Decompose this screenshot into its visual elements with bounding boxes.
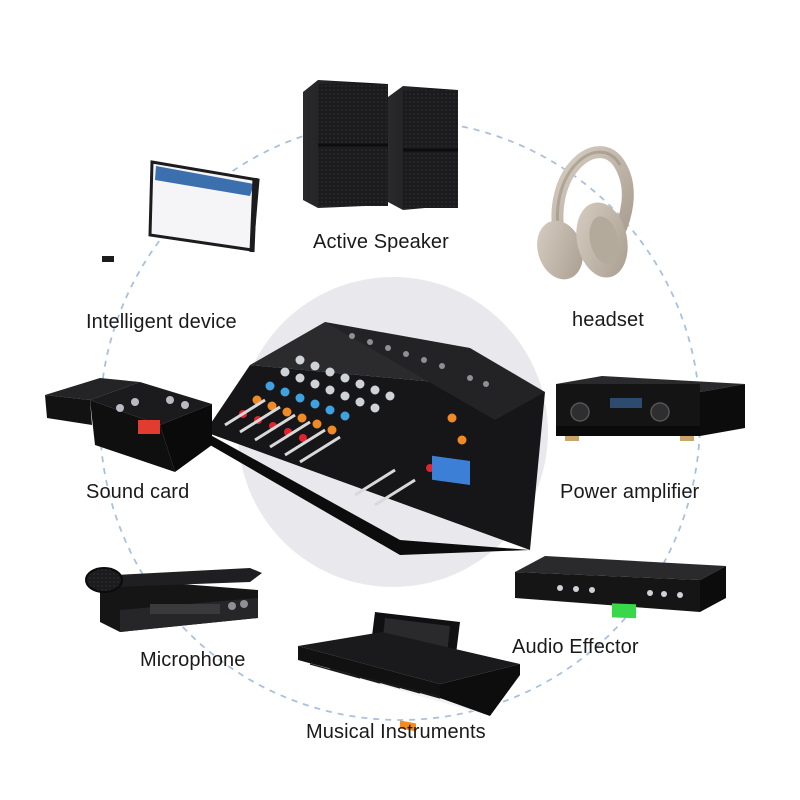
rack-effector-icon [515,556,726,619]
headphones-icon [537,146,634,280]
amplifier-icon [556,376,745,441]
label-musical-instruments: Musical Instruments [306,721,486,743]
keyboard-icon [298,612,520,732]
label-sound-card: Sound card [86,481,190,503]
tablet-phone-icon [102,160,260,262]
label-active-speaker: Active Speaker [313,231,449,253]
label-headset: headset [572,309,644,331]
mixer-console-image [205,322,545,555]
label-power-amplifier: Power amplifier [560,481,700,503]
label-intelligent-device: Intelligent device [86,311,237,333]
label-audio-effector: Audio Effector [512,636,639,658]
wireless-microphone-icon [85,567,262,632]
sound-card-icon [45,378,212,472]
label-microphone: Microphone [140,649,246,671]
speaker-pair-icon [303,80,458,210]
